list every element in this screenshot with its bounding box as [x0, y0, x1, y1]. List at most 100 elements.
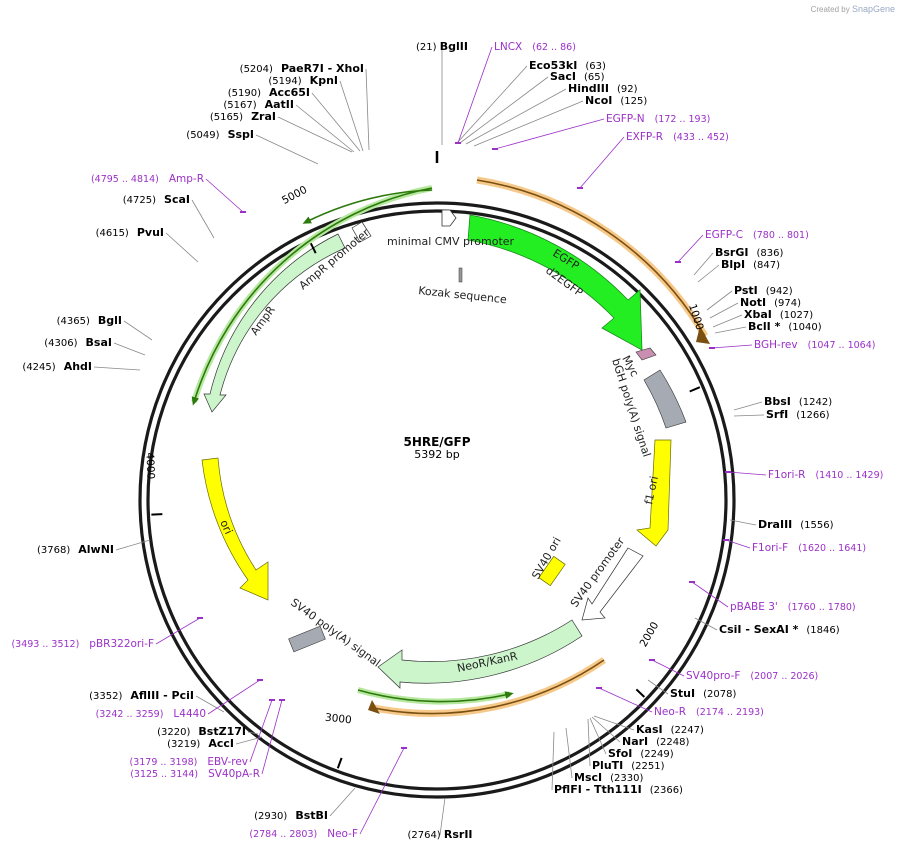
- tick-label-5000: 5000: [280, 184, 309, 207]
- primer-name: L4440: [173, 708, 206, 720]
- backbone-outer: [138, 201, 736, 799]
- orf-green-line: [357, 689, 514, 703]
- enzyme-pos: (92): [617, 84, 638, 95]
- enzyme-name: KasI: [636, 723, 663, 736]
- tick-label-3000: 3000: [324, 712, 352, 727]
- primer-leader-egfp-n: [494, 118, 605, 150]
- enzyme-name: AlwNI: [78, 543, 114, 556]
- label-f1-ori: f1 ori: [642, 475, 661, 506]
- leader-bsrgi: [693, 252, 714, 276]
- primer-leader-l4440: [207, 679, 261, 715]
- enzyme-zrai: (5165)ZraI: [210, 110, 276, 123]
- primer-leader-f1ori-r: [727, 471, 767, 476]
- primer-range: (1760 .. 1780): [788, 602, 856, 613]
- enzyme-name: SrfI: [766, 408, 788, 421]
- leader-eco53ki: [456, 65, 528, 144]
- leader-srfi: [733, 414, 765, 417]
- enzyme-name: BbsI: [764, 395, 791, 408]
- ampr-arrow: [203, 233, 346, 413]
- primer-neo-r: Neo-R(2174 .. 2193): [654, 706, 764, 718]
- primer-amp-r: (4795 .. 4814)Amp-R: [91, 173, 204, 185]
- enzyme-pos: (3220): [157, 727, 190, 738]
- plasmid-size: 5392 bp: [414, 448, 459, 461]
- enzyme-pos: (2930): [254, 811, 287, 822]
- primer-leader-neo-r: [598, 687, 653, 713]
- primer-range: (1620 .. 1641): [798, 543, 866, 554]
- enzyme-pos: (1846): [806, 625, 839, 636]
- leader-bstbi: [329, 787, 356, 817]
- enzyme-pos: (5194): [268, 76, 301, 87]
- enzyme-draiii: DraIII(1556): [758, 518, 834, 531]
- primer-range: (3493 .. 3512): [11, 639, 79, 650]
- enzyme-ahdi: (4245)AhdI: [22, 360, 92, 373]
- leader-csii-sexai: [694, 617, 718, 631]
- enzyme-pos: (4245): [22, 362, 55, 373]
- primer-name: EGFP-C: [705, 229, 743, 241]
- enzyme-name: BsaI: [86, 336, 112, 349]
- enzyme-pos: (1556): [800, 520, 833, 531]
- primer-neo-f: (2784 .. 2803)Neo-F: [249, 828, 358, 840]
- enzyme-pos: (125): [620, 96, 647, 107]
- enzyme-name: StuI: [670, 687, 695, 700]
- leader-afliii-pcii: [195, 695, 225, 713]
- enzyme-labels: (21) BglIIEco53kI(63)SacI(65)HindIII(92)…: [22, 40, 839, 841]
- enzyme-bglii: (21) BglII: [416, 40, 468, 53]
- enzyme-pos: (3768): [37, 545, 70, 556]
- primer-name: Neo-F: [327, 828, 358, 840]
- enzyme-pos: (2078): [703, 689, 736, 700]
- leader-sfoi: [589, 717, 607, 755]
- primer-range: (62 .. 86): [532, 42, 576, 53]
- primer-leader-amp-r: [205, 178, 244, 213]
- leader-xbai: [712, 314, 743, 328]
- leader-msci: [565, 727, 573, 779]
- enzyme-bsai: (4306)BsaI: [44, 336, 112, 349]
- enzyme-bcli: BclI *(1040): [748, 320, 822, 333]
- enzyme-kpni: (5194)KpnI: [268, 74, 338, 87]
- leader-kpni: [339, 80, 364, 152]
- primer-name: EBV-rev: [207, 756, 248, 768]
- enzyme-pos: (2249): [640, 749, 673, 760]
- ampr-promoter-arrow: [351, 221, 372, 243]
- leader-bsai: [113, 342, 146, 356]
- primer-leader-egfp-c: [677, 234, 704, 263]
- primer-lncx: LNCX(62 .. 86): [494, 41, 576, 53]
- leader-pluti: [587, 718, 591, 767]
- orf-amp-line: [191, 187, 433, 406]
- enzyme-name: PvuI: [137, 226, 164, 239]
- enzyme-name: NarI: [622, 735, 648, 748]
- primer-bgh-rev: BGH-rev(1047 .. 1064): [754, 339, 875, 351]
- leader-ncoi: [473, 100, 584, 147]
- enzyme-pos: (2366): [650, 785, 683, 796]
- enzyme-stui: StuI (2078): [670, 687, 736, 700]
- enzyme-name: SacI: [550, 70, 576, 83]
- primer-leader-lncx: [457, 46, 493, 144]
- leader-stui: [647, 679, 669, 695]
- enzyme-sfoi: SfoI(2249): [608, 747, 674, 760]
- leader-kasi: [593, 715, 635, 731]
- leader-noti: [709, 302, 739, 319]
- leader-hindiii: [465, 88, 567, 145]
- orf-amp-halo: [191, 185, 433, 403]
- enzyme-acc65i: (5190)Acc65I: [228, 86, 310, 99]
- enzyme-afliii-pcii: (3352)AflIII - PciI: [89, 689, 194, 702]
- leader-sspi: [255, 134, 319, 165]
- enzyme-bgli: (4365)BglI: [57, 314, 122, 327]
- enzyme-pos: (5165): [210, 112, 243, 123]
- enzyme-name: NotI: [740, 296, 766, 309]
- primer-pbabe-3: pBABE 3'(1760 .. 1780): [730, 601, 856, 613]
- enzyme-pos: (2764): [407, 830, 443, 841]
- primer-sv40pa-r: (3125 .. 3144)SV40pA-R: [130, 768, 260, 780]
- enzyme-aatii: (5167)AatII: [223, 98, 294, 111]
- tick-4000: [151, 513, 163, 516]
- enzyme-name: Acc65I: [269, 86, 310, 99]
- primer-labels: LNCX(62 .. 86)EGFP-N(172 .. 193)EXFP-R(4…: [11, 41, 883, 840]
- orf-d2egfp: [476, 176, 709, 338]
- orf-d2egfp-line: [476, 179, 706, 337]
- primer-exfp-r: EXFP-R(433 .. 452): [626, 131, 729, 143]
- enzyme-pos: (2247): [671, 725, 704, 736]
- leader-bgli: [123, 320, 153, 341]
- leader-alwni: [115, 539, 151, 551]
- enzyme-name: AccI: [208, 737, 234, 750]
- primer-l4440: (3242 .. 3259)L4440: [96, 708, 206, 720]
- enzyme-scai: (4725)ScaI: [123, 193, 190, 206]
